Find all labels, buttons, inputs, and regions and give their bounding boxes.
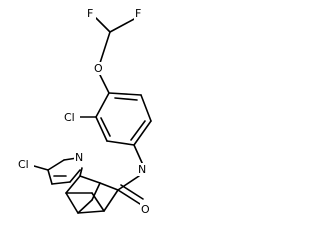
bond-ring-2 <box>140 94 152 122</box>
bond-cage-triazole <box>79 167 83 177</box>
bond-ring-5 <box>95 116 108 142</box>
bond-cage-9 <box>91 192 105 212</box>
bond-layer <box>33 17 152 214</box>
atom-f1: F <box>87 7 93 20</box>
bond-triazole-2 <box>47 159 65 171</box>
atom-bg-cl-aryl <box>64 111 80 124</box>
bond-cf2-f2 <box>109 17 137 33</box>
atom-bg-f2 <box>134 7 144 20</box>
bond-triazole-4 <box>51 181 71 185</box>
atom-n-amide: N <box>138 163 146 176</box>
bond-ring-inner-1 <box>114 97 138 101</box>
bond-carbonyl-cage <box>99 182 119 191</box>
bond-cage-2 <box>65 175 81 194</box>
bond-ring-n <box>133 144 144 166</box>
bond-cage-6 <box>91 182 101 201</box>
bond-cage-3 <box>65 192 79 214</box>
bond-cage-5 <box>103 189 119 212</box>
bond-cf2-f1 <box>95 17 111 33</box>
bond-ring-6 <box>95 92 110 118</box>
bond-ring-1 <box>108 92 142 96</box>
bond-cage-4 <box>77 210 105 214</box>
atom-o-carbonyl: O <box>141 203 150 216</box>
bond-o-ring <box>99 74 110 94</box>
bond-ring-4 <box>106 140 135 146</box>
atom-n-triazole: N <box>75 151 83 164</box>
atom-bg-n-triazole <box>74 151 86 164</box>
bond-cage-1 <box>79 175 101 184</box>
atom-bg-f1 <box>86 7 96 20</box>
atom-cl-triazole: Cl <box>18 158 29 171</box>
bond-ring-inner-2 <box>130 120 146 141</box>
molecule-structure: F F O Cl N O Cl N <box>18 7 152 216</box>
bond-triazole-3 <box>47 169 53 185</box>
bond-cf2-o <box>99 31 111 64</box>
atom-bg-n-amide <box>137 163 149 176</box>
atom-cl-aryl: Cl <box>64 111 75 124</box>
bond-n-carbonyl <box>117 175 140 191</box>
atom-bg-o-ether <box>93 62 105 75</box>
bond-ring-3 <box>133 120 152 146</box>
bond-triazole-5 <box>69 169 81 183</box>
atom-labels: F F O Cl N O Cl N <box>18 7 152 216</box>
bond-carbonyl-o-2 <box>120 184 144 200</box>
bond-triazole-cl <box>33 165 49 171</box>
bond-ring-inner-3 <box>100 117 111 137</box>
bond-cage-7 <box>77 199 93 214</box>
atom-o-ether: O <box>94 62 103 75</box>
atom-bg-o-carbonyl <box>140 203 152 216</box>
atom-f2: F <box>135 7 141 20</box>
bond-carbonyl-o-1 <box>117 189 141 205</box>
atom-bg-cl-triazole <box>18 158 34 171</box>
